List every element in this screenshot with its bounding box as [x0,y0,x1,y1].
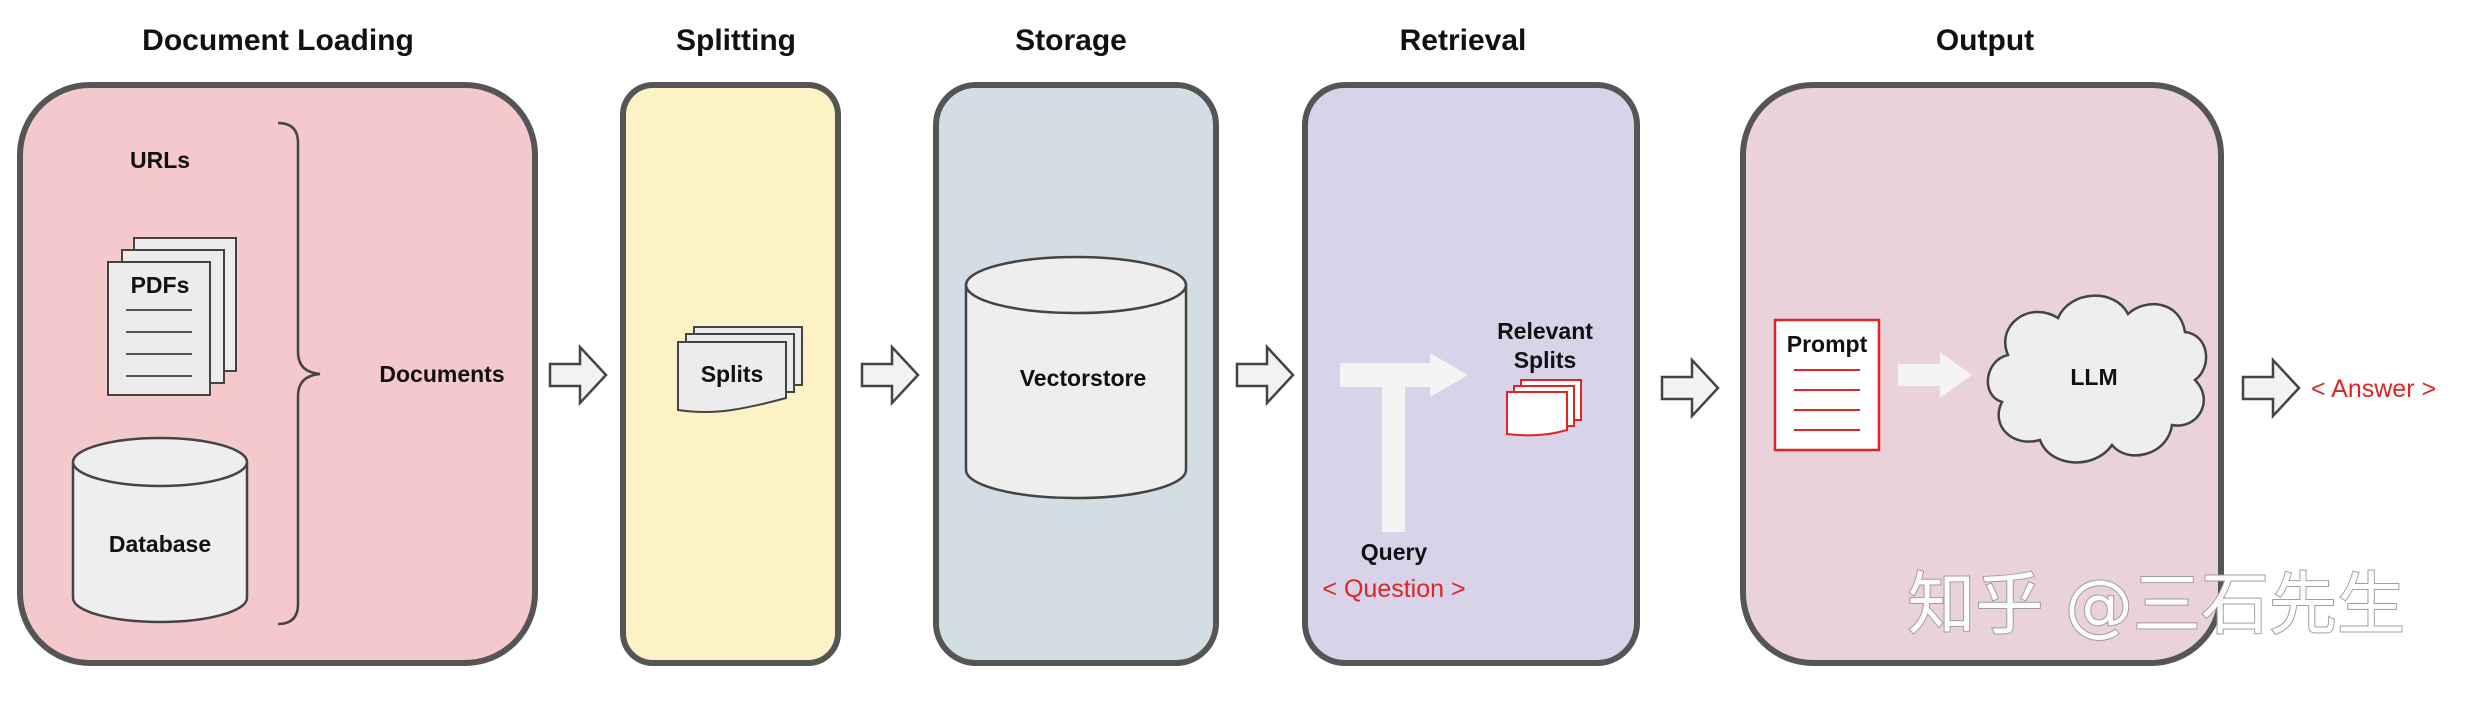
question-placeholder: < Question > [1322,575,1465,603]
storage-to-retrieval-arrow-icon [1235,343,1295,407]
stage-title-loading: Document Loading [142,24,414,57]
urls-label: URLs [130,147,190,173]
retrieval-to-output-arrow-icon [1660,356,1720,420]
pdfs-stack-icon [107,237,237,396]
stage-title-output: Output [1936,24,2034,57]
documents-label: Documents [379,361,504,387]
llm-label: LLM [2070,364,2117,390]
stage-title-splitting: Splitting [676,24,796,57]
prompt-document-icon [1773,318,1881,452]
database-icon [71,436,249,624]
answer-placeholder: < Answer > [2311,375,2436,403]
pdfs-label: PDFs [131,272,190,298]
splits-stack-icon [677,326,803,413]
splitting-to-storage-arrow-icon [860,343,920,407]
watermark-text: 知乎 @三石先生 [1907,566,2405,645]
vectorstore-label: Vectorstore [1020,365,1147,391]
database-label: Database [109,531,211,557]
stage-title-storage: Storage [1015,24,1127,57]
vectorstore-cylinder-icon [964,255,1188,500]
query-label: Query [1361,539,1428,565]
llm-cloud-icon [1986,294,2208,464]
relevant-splits-label-line1: Relevant [1497,318,1593,344]
relevant-splits-icon [1506,379,1582,437]
stage-title-retrieval: Retrieval [1400,24,1527,57]
curly-brace-icon [277,121,321,626]
query-flow-arrow-icon [1340,353,1468,532]
output-panel [1740,82,2224,666]
relevant-splits-label-line2: Splits [1514,347,1577,373]
prompt-to-llm-arrow-icon [1898,352,1972,398]
loading-to-splitting-arrow-icon [548,343,608,407]
output-to-answer-arrow-icon [2241,356,2301,420]
splits-label: Splits [701,361,764,387]
prompt-label: Prompt [1787,331,1868,357]
